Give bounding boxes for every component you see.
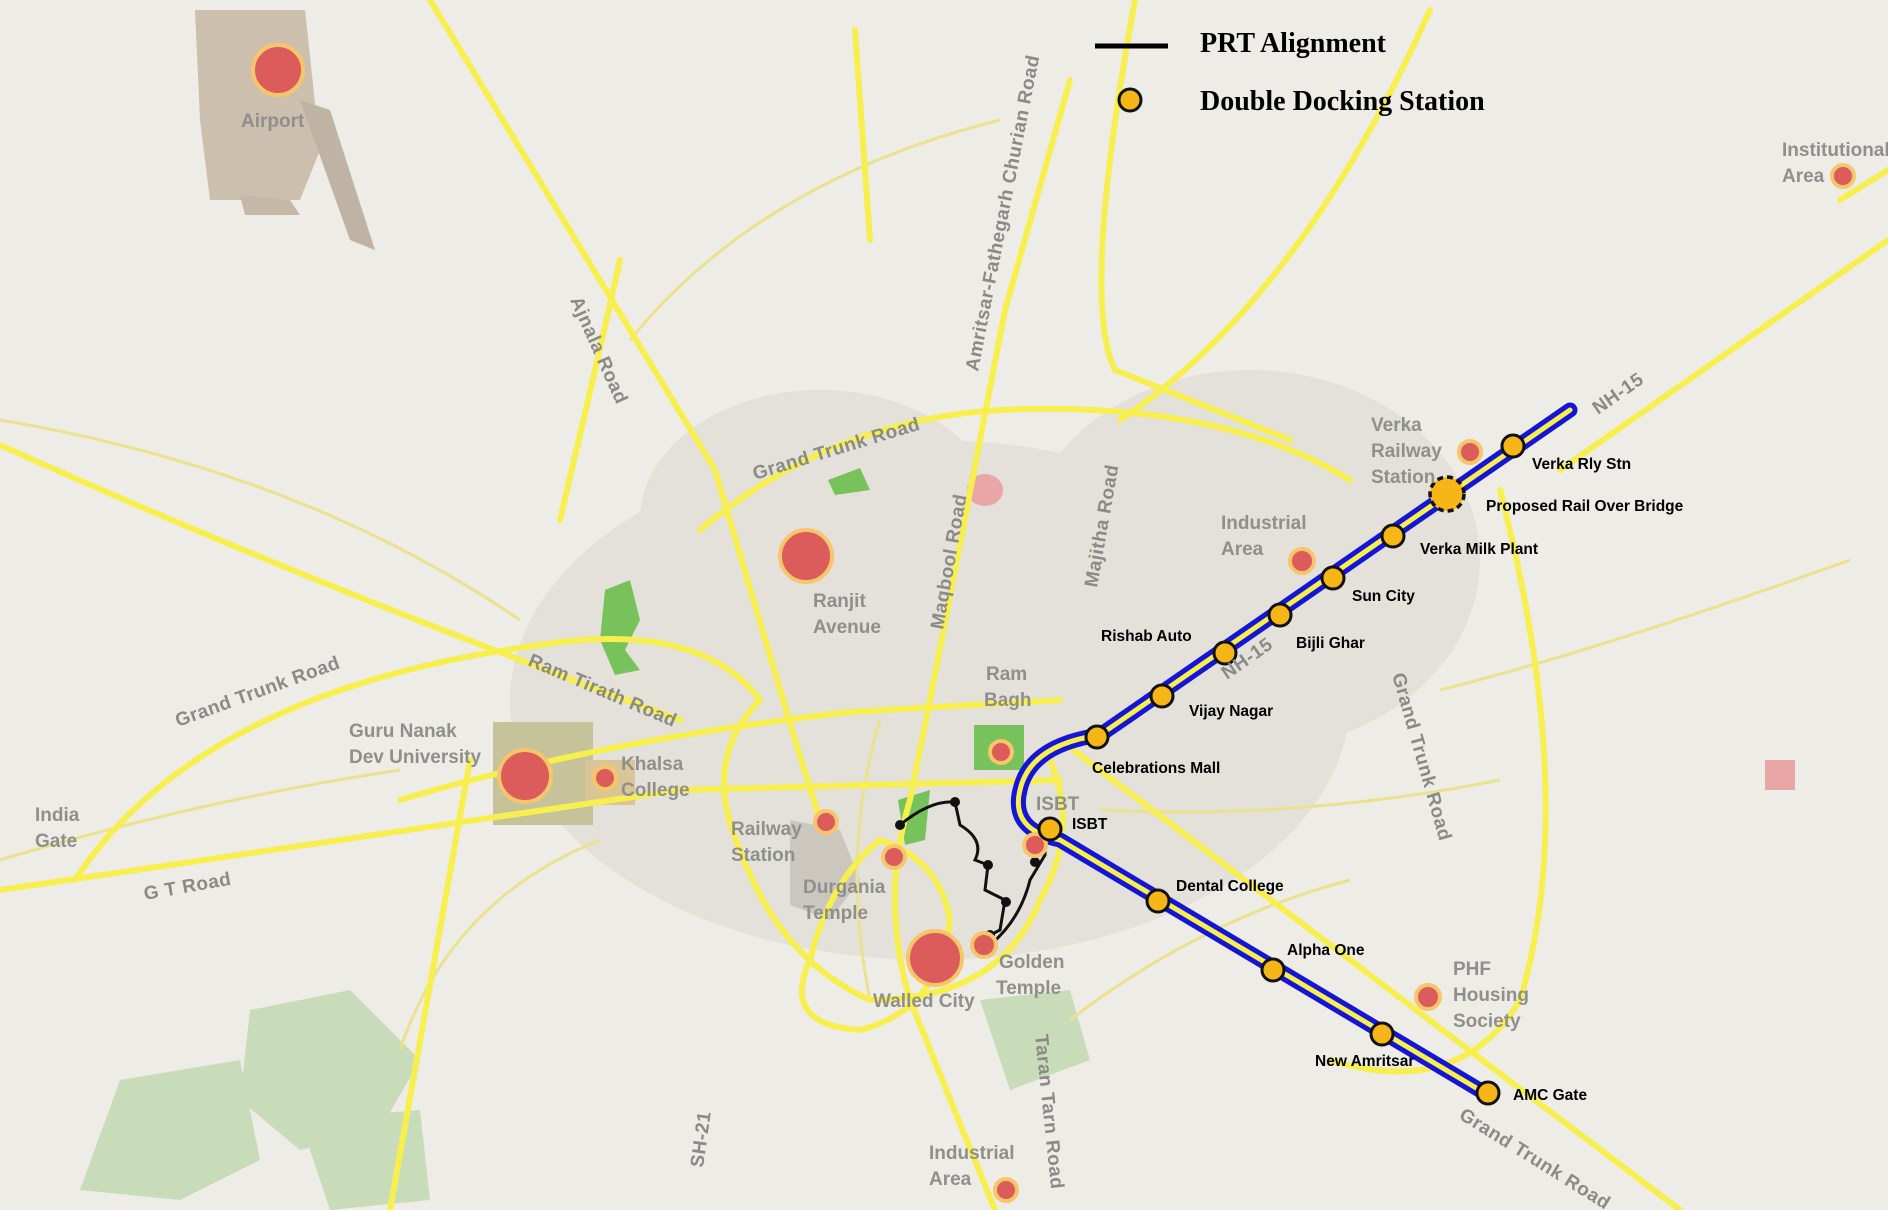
legend-station-symbol	[1117, 87, 1143, 113]
landmark-marker	[967, 474, 1003, 506]
area-label-verka-1: Verka	[1371, 415, 1422, 436]
station-bijli-ghar	[1267, 602, 1293, 628]
area-label-golden-2: Temple	[996, 978, 1061, 999]
poi-phf	[1414, 983, 1442, 1011]
poi-isbt	[1022, 832, 1048, 858]
station-amc-gate	[1475, 1080, 1501, 1106]
area-label-durgiana-1: Durgania	[803, 877, 886, 898]
area-label-indsouth-1: Industrial	[929, 1143, 1015, 1164]
station-label-celebrations: Celebrations Mall	[1092, 760, 1220, 777]
area-label-institutional-1: Institutional	[1782, 140, 1888, 161]
station-celebrations	[1084, 724, 1110, 750]
legend-line-label: PRT Alignment	[1200, 28, 1387, 59]
area-label-golden-1: Golden	[999, 952, 1064, 973]
station-proposed-rob	[1428, 475, 1466, 513]
station-label-amc-gate: AMC Gate	[1513, 1087, 1587, 1104]
station-sun-city	[1320, 565, 1346, 591]
area-label-phf-2: Housing	[1453, 985, 1529, 1006]
poi-durgiana	[881, 844, 907, 870]
poi-khalsa	[592, 765, 618, 791]
area-label-khalsa-1: Khalsa	[621, 754, 684, 775]
area-label-industrial-2: Area	[1221, 539, 1264, 560]
area-label-walled: Walled City	[873, 991, 975, 1012]
station-verka-rly	[1500, 433, 1526, 459]
area-label-gndu-2: Dev University	[349, 747, 481, 768]
station-rishab-auto	[1212, 640, 1238, 666]
area-label-phf-3: Society	[1453, 1011, 1521, 1032]
station-isbt	[1037, 816, 1063, 842]
area-label-indiagate-1: India	[35, 805, 80, 826]
station-alpha	[1260, 957, 1286, 983]
station-label-dental: Dental College	[1176, 878, 1284, 895]
station-label-verka-milk: Verka Milk Plant	[1420, 541, 1538, 558]
area-label-indiagate-2: Gate	[35, 831, 77, 852]
poi-industrial-south	[993, 1177, 1019, 1203]
area-label-ranjit-1: Ranjit	[813, 591, 866, 612]
poi-verka-railway	[1457, 439, 1483, 465]
durgiana-block	[790, 820, 860, 920]
poi-rambagh	[988, 739, 1014, 765]
prt-stations	[1037, 433, 1526, 1106]
landmark-east	[1765, 760, 1795, 790]
station-label-rob: Proposed Rail Over Bridge	[1486, 498, 1684, 515]
area-label-airport: Airport	[241, 111, 305, 132]
poi-gndu	[497, 748, 553, 804]
area-label-gndu-1: Guru Nanak	[349, 721, 457, 742]
area-label-indsouth-2: Area	[929, 1169, 972, 1190]
poi-walled	[906, 929, 964, 987]
station-label-alpha: Alpha One	[1287, 942, 1365, 959]
walled-city-ring	[798, 836, 954, 1034]
station-vijay-nagar	[1149, 683, 1175, 709]
station-label-isbt: ISBT	[1072, 816, 1108, 833]
area-label-phf-1: PHF	[1453, 959, 1491, 980]
poi-institutional	[1830, 163, 1856, 189]
station-label-vijay-nagar: Vijay Nagar	[1189, 703, 1273, 720]
area-label-ranjit-2: Avenue	[813, 617, 881, 638]
station-label-sun-city: Sun City	[1352, 588, 1415, 605]
area-label-railway-1: Railway	[731, 819, 802, 840]
station-new-amritsar	[1369, 1021, 1395, 1047]
poi-ranjit	[778, 528, 834, 584]
area-label-rambagh-1: Ram	[986, 664, 1027, 685]
area-label-khalsa-2: College	[621, 780, 690, 801]
green-areas	[80, 990, 1090, 1210]
poi-industrial	[1288, 547, 1316, 575]
poi-markers	[251, 43, 1856, 1203]
station-label-new-amritsar: New Amritsar	[1315, 1053, 1414, 1070]
area-label-institutional-2: Area	[1782, 166, 1825, 187]
legend-station-label: Double Docking Station	[1200, 86, 1485, 117]
area-label-isbt: ISBT	[1036, 794, 1080, 815]
area-label-durgiana-2: Temple	[803, 903, 868, 924]
poi-airport	[251, 43, 305, 97]
area-label-verka-2: Railway	[1371, 441, 1442, 462]
station-label-bijli-ghar: Bijli Ghar	[1296, 635, 1365, 652]
station-label-verka-rly: Verka Rly Stn	[1532, 456, 1631, 473]
station-dental	[1145, 888, 1171, 914]
legend: PRT Alignment Double Docking Station	[1095, 28, 1485, 117]
poi-golden	[970, 931, 998, 959]
area-label-industrial-1: Industrial	[1221, 513, 1307, 534]
area-label-verka-3: Station	[1371, 467, 1435, 488]
station-label-rishab-auto: Rishab Auto	[1101, 628, 1192, 645]
area-label-railway-2: Station	[731, 845, 795, 866]
station-verka-milk	[1380, 523, 1406, 549]
poi-railway	[813, 809, 839, 835]
area-label-rambagh-2: Bagh	[984, 690, 1032, 711]
